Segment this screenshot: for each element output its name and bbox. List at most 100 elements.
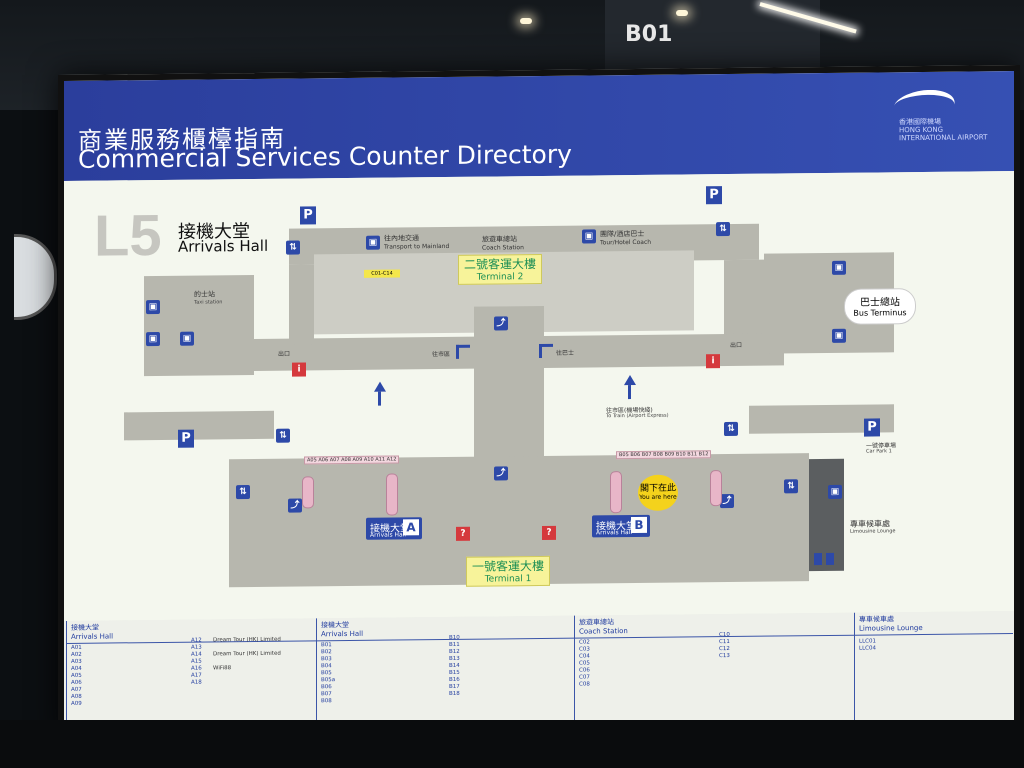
list-item: C13 xyxy=(719,652,849,660)
taxi-station-zh: 的士站 xyxy=(194,290,215,299)
entry-code: A13 xyxy=(191,644,202,651)
taxi-icon: ▣ xyxy=(146,299,160,315)
exit-east: 出口 xyxy=(730,341,743,349)
transport-mainland-zh: 往內地交通 xyxy=(384,234,419,243)
entry-code: A01 xyxy=(71,644,82,651)
gate-row-b: B05 B06 B07 B08 B09 B10 B11 B12 xyxy=(616,450,712,460)
directory-board: 商業服務櫃檯指南 Commercial Services Counter Dir… xyxy=(58,64,1020,738)
taxi-station-en: Taxi station xyxy=(194,299,223,306)
hall-b-letter: B xyxy=(631,516,647,534)
bus-terminus-zh: 巴士總站 xyxy=(860,297,900,309)
arrow-left-stem xyxy=(456,344,459,359)
entry-name: Dream Tour (HK) Limited xyxy=(213,636,281,644)
exit-west: 出口 xyxy=(278,350,291,358)
entry-code: B16 xyxy=(449,676,460,683)
entry-code: A15 xyxy=(191,658,202,665)
gate-row-a: A05 A06 A07 A08 A09 A10 A11 A12 xyxy=(304,455,400,465)
ceiling-light xyxy=(520,18,532,24)
bus-icon: ▣ xyxy=(366,235,380,250)
entry-code: B13 xyxy=(449,655,460,662)
arrow-up-icon xyxy=(624,374,636,386)
map-east-pillar xyxy=(724,259,764,341)
entry-code: A09 xyxy=(71,700,82,707)
lift-icon: ⇅ xyxy=(286,240,300,255)
lift-icon: ⇅ xyxy=(276,428,290,443)
taxi-info-icon: i xyxy=(292,362,306,377)
hall-title-en: Arrivals Hall xyxy=(178,236,269,256)
wall-clock xyxy=(14,234,57,320)
to-bus-label: 往巴士 xyxy=(556,349,575,357)
car-icon xyxy=(826,552,834,565)
terminal2-label: 二號客運大樓 Terminal 2 xyxy=(458,253,542,285)
help-icon: ? xyxy=(542,525,556,540)
taxi-icon: ▣ xyxy=(146,331,160,347)
counter-cluster xyxy=(386,473,398,516)
entry-code: B15 xyxy=(449,669,460,676)
to-train-en: To Train (Airport Express) xyxy=(606,412,669,420)
entry-code: A17 xyxy=(191,672,202,679)
entry-code: B05 xyxy=(321,670,332,677)
list-item: A18 xyxy=(191,678,321,686)
arrow-up-stem xyxy=(378,391,381,406)
parking-icon: P xyxy=(706,186,722,205)
entry-code: C10 xyxy=(719,632,730,639)
terminal1-zh: 一號客運大樓 xyxy=(471,558,544,574)
you-are-here-en: You are here xyxy=(639,493,677,501)
bus-icon: ▣ xyxy=(832,328,846,343)
entry-code: A16 xyxy=(191,665,202,672)
logo-text-en: HONG KONG INTERNATIONAL AIRPORT xyxy=(899,125,988,143)
bus-info-icon: i xyxy=(706,354,720,369)
bus-terminus-label: 巴士總站 Bus Terminus xyxy=(844,288,916,325)
entry-code: B14 xyxy=(449,662,460,669)
arrivals-hall-b: 接機大堂 Arrivals Hall B xyxy=(592,514,650,538)
entry-code: A06 xyxy=(71,679,82,686)
entry-code: LLC01 xyxy=(859,638,876,645)
ceiling-light xyxy=(676,10,688,16)
arrivals-hall-a: 接機大堂 Arrivals Hall A xyxy=(366,517,422,540)
entry-code: B07 xyxy=(321,691,332,698)
lift-icon: ⇅ xyxy=(716,221,730,237)
parking-icon: P xyxy=(864,418,880,437)
bus-icon: ▣ xyxy=(832,260,846,275)
map-east-connector xyxy=(544,333,784,368)
entry-code: B02 xyxy=(321,649,332,656)
entry-code: C02 xyxy=(579,639,590,646)
entry-code: C06 xyxy=(579,667,590,674)
terminal2-en: Terminal 2 xyxy=(476,272,524,283)
entry-code: B18 xyxy=(449,690,460,697)
entry-code: A07 xyxy=(71,686,82,693)
map-lower-west xyxy=(124,410,274,441)
arrow-up-icon xyxy=(374,381,386,392)
counter-cluster xyxy=(710,470,722,507)
entry-code: A12 xyxy=(191,637,202,644)
arrow-right-stem xyxy=(539,343,542,358)
entry-code: B10 xyxy=(449,634,460,641)
entry-code: B06 xyxy=(321,684,332,691)
entry-code: C12 xyxy=(719,646,730,653)
list-item: B08 xyxy=(321,697,441,705)
lift-icon: ⇅ xyxy=(724,421,738,437)
entry-code: B04 xyxy=(321,663,332,670)
list-item: C08 xyxy=(579,680,709,688)
entry-code: A05 xyxy=(71,672,82,679)
counter-chip: C01-C14 xyxy=(364,269,400,278)
terminal1-en: Terminal 1 xyxy=(484,574,532,585)
hall-b-en: Arrivals Hall xyxy=(596,529,633,537)
limousine-en: Limousine Lounge xyxy=(850,528,896,535)
coach-icon: ▣ xyxy=(582,229,596,244)
entry-code: B03 xyxy=(321,656,332,663)
title-english: Commercial Services Counter Directory xyxy=(78,139,572,174)
entry-code: A18 xyxy=(191,679,202,686)
list-item: A09 xyxy=(71,700,181,708)
entry-code: A08 xyxy=(71,693,82,700)
entry-code: A02 xyxy=(71,651,82,658)
terminal1-label: 一號客運大樓 Terminal 1 xyxy=(466,555,550,587)
floor-background xyxy=(0,720,1024,768)
entry-code: C08 xyxy=(579,681,590,688)
arrow-up-stem xyxy=(628,385,631,400)
